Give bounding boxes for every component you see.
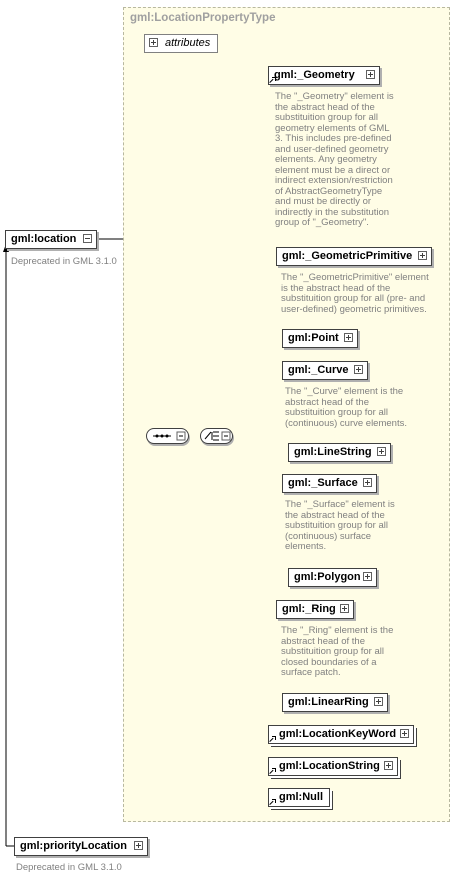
surface-label: gml:_Surface bbox=[288, 477, 358, 489]
reference-arrow-icon bbox=[270, 799, 276, 805]
ring-label: gml:_Ring bbox=[282, 603, 336, 615]
expand-icon[interactable] bbox=[366, 70, 375, 79]
complex-type-box bbox=[123, 7, 450, 822]
expand-icon[interactable] bbox=[340, 604, 349, 613]
reference-arrow-icon bbox=[270, 77, 276, 83]
linear-ring-element[interactable]: gml:LinearRing bbox=[282, 693, 388, 712]
sequence-compositor[interactable] bbox=[146, 428, 189, 444]
attributes-label: attributes bbox=[165, 37, 211, 49]
null-element[interactable]: gml:Null bbox=[268, 788, 330, 807]
reference-arrow-icon bbox=[270, 768, 276, 774]
null-label: gml:Null bbox=[279, 791, 323, 803]
location-string-label: gml:LocationString bbox=[279, 760, 380, 772]
expand-icon[interactable] bbox=[377, 447, 386, 456]
curve-element[interactable]: gml:_Curve bbox=[282, 361, 368, 380]
point-label: gml:Point bbox=[288, 332, 339, 344]
reference-arrow-icon bbox=[270, 736, 276, 742]
ring-doc: The "_Ring" element is the abstract head… bbox=[281, 625, 394, 678]
location-keyword-element[interactable]: gml:LocationKeyWord bbox=[268, 725, 414, 744]
attributes-node[interactable]: attributes bbox=[144, 34, 218, 53]
line-string-element[interactable]: gml:LineString bbox=[288, 443, 391, 462]
expand-icon[interactable] bbox=[418, 251, 427, 260]
expand-icon[interactable] bbox=[363, 572, 372, 581]
location-label: gml:location bbox=[11, 233, 77, 245]
polygon-element[interactable]: gml:Polygon bbox=[288, 568, 377, 587]
ring-element[interactable]: gml:_Ring bbox=[276, 600, 354, 619]
surface-element[interactable]: gml:_Surface bbox=[282, 474, 377, 493]
geometry-label: gml:_Geometry bbox=[274, 69, 355, 81]
expand-icon[interactable] bbox=[400, 729, 409, 738]
point-element[interactable]: gml:Point bbox=[282, 329, 358, 348]
collapse-icon[interactable] bbox=[83, 234, 92, 243]
curve-label: gml:_Curve bbox=[288, 364, 349, 376]
expand-icon[interactable] bbox=[344, 333, 353, 342]
expand-icon[interactable] bbox=[363, 478, 372, 487]
linear-ring-label: gml:LinearRing bbox=[288, 696, 369, 708]
priority-location-label: gml:priorityLocation bbox=[20, 840, 127, 852]
curve-doc: The "_Curve" element is the abstract hea… bbox=[285, 386, 407, 429]
sequence-icon bbox=[153, 431, 186, 441]
geometric-primitive-doc: The "_GeometricPrimitive" element is the… bbox=[281, 272, 429, 315]
location-string-element[interactable]: gml:LocationString bbox=[268, 757, 398, 776]
expand-icon[interactable] bbox=[354, 365, 363, 374]
location-deprecated-note: Deprecated in GML 3.1.0 bbox=[11, 256, 117, 267]
geometric-primitive-element[interactable]: gml:_GeometricPrimitive bbox=[276, 247, 432, 266]
choice-compositor[interactable] bbox=[200, 428, 233, 444]
geometry-doc: The "_Geometry" element is the abstract … bbox=[275, 91, 394, 228]
expand-icon[interactable] bbox=[384, 761, 393, 770]
type-title: gml:LocationPropertyType bbox=[130, 12, 276, 24]
choice-icon bbox=[204, 431, 231, 441]
geometry-element[interactable]: gml:_Geometry bbox=[268, 66, 380, 85]
expand-icon[interactable] bbox=[149, 38, 158, 47]
surface-doc: The "_Surface" element is the abstract h… bbox=[285, 499, 395, 552]
geometric-primitive-label: gml:_GeometricPrimitive bbox=[282, 250, 413, 262]
expand-icon[interactable] bbox=[134, 841, 143, 850]
priority-location-deprecated-note: Deprecated in GML 3.1.0 bbox=[16, 862, 122, 873]
polygon-label: gml:Polygon bbox=[294, 571, 361, 583]
line-string-label: gml:LineString bbox=[294, 446, 372, 458]
expand-icon[interactable] bbox=[374, 697, 383, 706]
location-keyword-label: gml:LocationKeyWord bbox=[279, 728, 397, 740]
priority-location-element[interactable]: gml:priorityLocation bbox=[14, 837, 148, 856]
location-element[interactable]: gml:location bbox=[5, 230, 97, 249]
